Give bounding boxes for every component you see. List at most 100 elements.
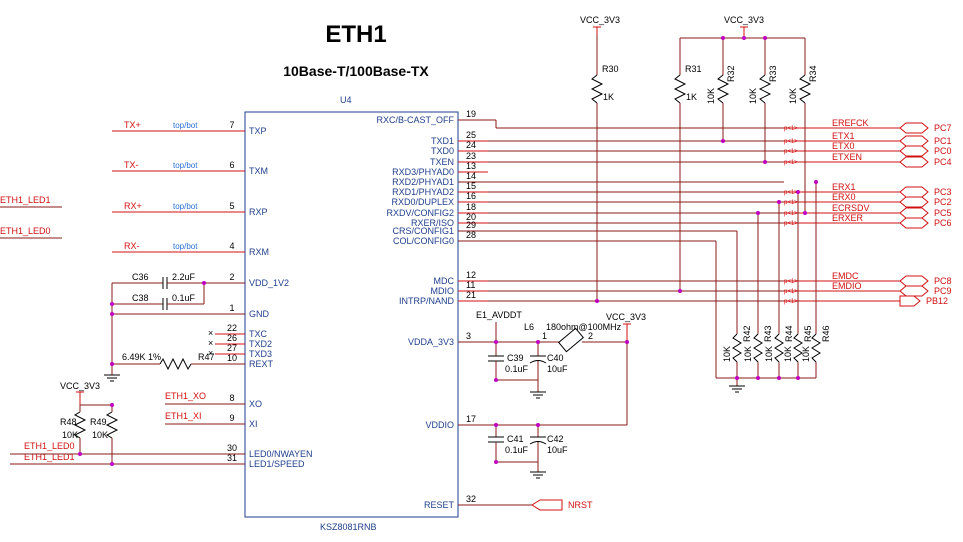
pullup-resistor-body bbox=[673, 74, 687, 104]
right-pin-number: 17 bbox=[466, 414, 476, 424]
left-pin-net: TX+ bbox=[124, 120, 141, 130]
port-name: PC0 bbox=[934, 146, 952, 156]
port-tag: p<1> bbox=[784, 200, 798, 206]
port-net-name: ETX0 bbox=[832, 141, 855, 151]
pulldown-resistor-ref: R43 bbox=[763, 325, 773, 342]
right-pin-name: COL/CONFIG0 bbox=[393, 236, 454, 246]
right-pin-number: 13 bbox=[466, 161, 476, 171]
schematic-subtitle: 10Base-T/100Base-TX bbox=[283, 63, 429, 79]
port-net-name: EREFCK bbox=[832, 118, 869, 128]
nrst-label: NRST bbox=[568, 500, 593, 510]
right-pin-number: 14 bbox=[466, 171, 476, 181]
pullup-resistor-body bbox=[590, 74, 604, 104]
junction-dot bbox=[814, 180, 818, 184]
port-net-name: ECRSDV bbox=[832, 203, 870, 213]
junction-dot bbox=[678, 289, 682, 293]
schematic-title: ETH1 bbox=[325, 21, 386, 48]
left-pin-number: 6 bbox=[229, 160, 234, 170]
pulldown-resistor-ref: R46 bbox=[821, 325, 831, 342]
junction-dot bbox=[494, 460, 498, 464]
l6-pin1: 1 bbox=[542, 331, 547, 341]
junction-dot bbox=[202, 281, 206, 285]
led1-net-bottom: ETH1_LED1 bbox=[24, 452, 75, 462]
junction-dot bbox=[494, 423, 498, 427]
pulldown-resistor-value: 10K bbox=[783, 346, 793, 362]
led0-net-bottom: ETH1_LED0 bbox=[24, 441, 75, 451]
port-tag: p<1> bbox=[784, 289, 798, 295]
right-pin-number: 3 bbox=[466, 331, 471, 341]
port-bidir bbox=[899, 196, 929, 208]
port-bidir bbox=[899, 275, 929, 287]
pulldown-resistor-ref: R44 bbox=[784, 325, 794, 342]
left-pin-number: 5 bbox=[229, 201, 234, 211]
ic-ref: U4 bbox=[340, 95, 352, 105]
c39-ref: C39 bbox=[507, 353, 524, 363]
led1-net-top: ETH1_LED1 bbox=[0, 195, 51, 205]
c38-ref: C38 bbox=[132, 293, 149, 303]
port-net-name: ETX1 bbox=[832, 131, 855, 141]
left-pin-note: top/bot bbox=[173, 161, 198, 170]
r47-ref: R47 bbox=[198, 352, 215, 362]
l6-value: 180ohm@100MHz bbox=[546, 322, 622, 332]
port-net-name: EMDC bbox=[832, 271, 859, 281]
port-bidir bbox=[899, 145, 929, 157]
left-pin-number: 4 bbox=[229, 241, 234, 251]
vcc-label-led: VCC_3V3 bbox=[60, 381, 100, 391]
right-pin-name: RXDV/CONFIG2 bbox=[386, 208, 454, 218]
pullup-resistor-body bbox=[758, 74, 772, 104]
right-pin-name: VDDIO bbox=[425, 420, 454, 430]
led0-net-top: ETH1_LED0 bbox=[0, 226, 51, 236]
right-pin-name: RXER/ISO bbox=[411, 218, 454, 228]
port-tag: p<1> bbox=[784, 139, 798, 145]
port-net-name: EMDIO bbox=[832, 281, 862, 291]
pulldown-resistor-ref: R42 bbox=[742, 325, 752, 342]
ic-part: KSZ8081RNB bbox=[320, 522, 377, 532]
right-pin-name: CRS/CONFIG1 bbox=[392, 226, 454, 236]
left-pin-name: XI bbox=[249, 419, 258, 429]
port-tag: p<1> bbox=[784, 149, 798, 155]
junction-dot bbox=[78, 452, 82, 456]
left-pin-name: RXP bbox=[249, 207, 268, 217]
left-pin-name: RXM bbox=[249, 247, 269, 257]
left-pin-net: RX+ bbox=[124, 201, 142, 211]
pulldown-resistor-value: 10K bbox=[764, 346, 774, 362]
pullup-resistor-ref: R34 bbox=[808, 65, 818, 82]
right-pin-number: 12 bbox=[466, 270, 476, 280]
pulldown-resistor-body bbox=[793, 333, 803, 363]
junction-dot bbox=[796, 190, 800, 194]
junction-dot bbox=[777, 376, 781, 380]
junction-dot bbox=[595, 299, 599, 303]
port-net-name: ERXER bbox=[832, 213, 864, 223]
junction-dot bbox=[763, 160, 767, 164]
port-name: PC6 bbox=[934, 218, 952, 228]
ic-left-pins: 7TXPTX+top/bot6TXMTX-top/bot5RXPRX+top/b… bbox=[112, 120, 313, 469]
left-pin-note: top/bot bbox=[173, 242, 198, 251]
vcc-label-r30: VCC_3V3 bbox=[580, 15, 620, 25]
right-pin-name: RXC/B-CAST_OFF bbox=[376, 115, 454, 125]
r49-value: 10K bbox=[92, 430, 108, 440]
junction-dot bbox=[494, 340, 498, 344]
port-name: PC8 bbox=[934, 276, 952, 286]
junction-dot bbox=[110, 312, 114, 316]
junction-dot bbox=[763, 36, 767, 40]
port-bidir bbox=[899, 156, 929, 168]
left-pin-number: 8 bbox=[229, 393, 234, 403]
junction-dot bbox=[721, 139, 725, 143]
pullup-resistor-ref: R33 bbox=[768, 65, 778, 82]
vcc-label-top: VCC_3V3 bbox=[724, 15, 764, 25]
c39-value: 0.1uF bbox=[505, 364, 529, 374]
pulldown-resistor-body bbox=[753, 333, 763, 363]
port-name: PC1 bbox=[934, 136, 952, 146]
right-pin-number: 20 bbox=[466, 212, 476, 222]
left-pin-number: 2 bbox=[229, 272, 234, 282]
left-pin-name: TXP bbox=[249, 126, 267, 136]
right-pin-number: 32 bbox=[466, 494, 476, 504]
pulldown-resistor-body bbox=[774, 333, 784, 363]
port-name: PC3 bbox=[934, 187, 952, 197]
junction-dot bbox=[536, 423, 540, 427]
right-pin-name: RXD0/DUPLEX bbox=[391, 197, 454, 207]
right-pin-number: 21 bbox=[466, 290, 476, 300]
right-pin-name: RXD3/PHYAD0 bbox=[392, 167, 454, 177]
pulldown-resistor-ref: R45 bbox=[803, 325, 813, 342]
pullup-resistor-ref: R31 bbox=[685, 64, 702, 74]
